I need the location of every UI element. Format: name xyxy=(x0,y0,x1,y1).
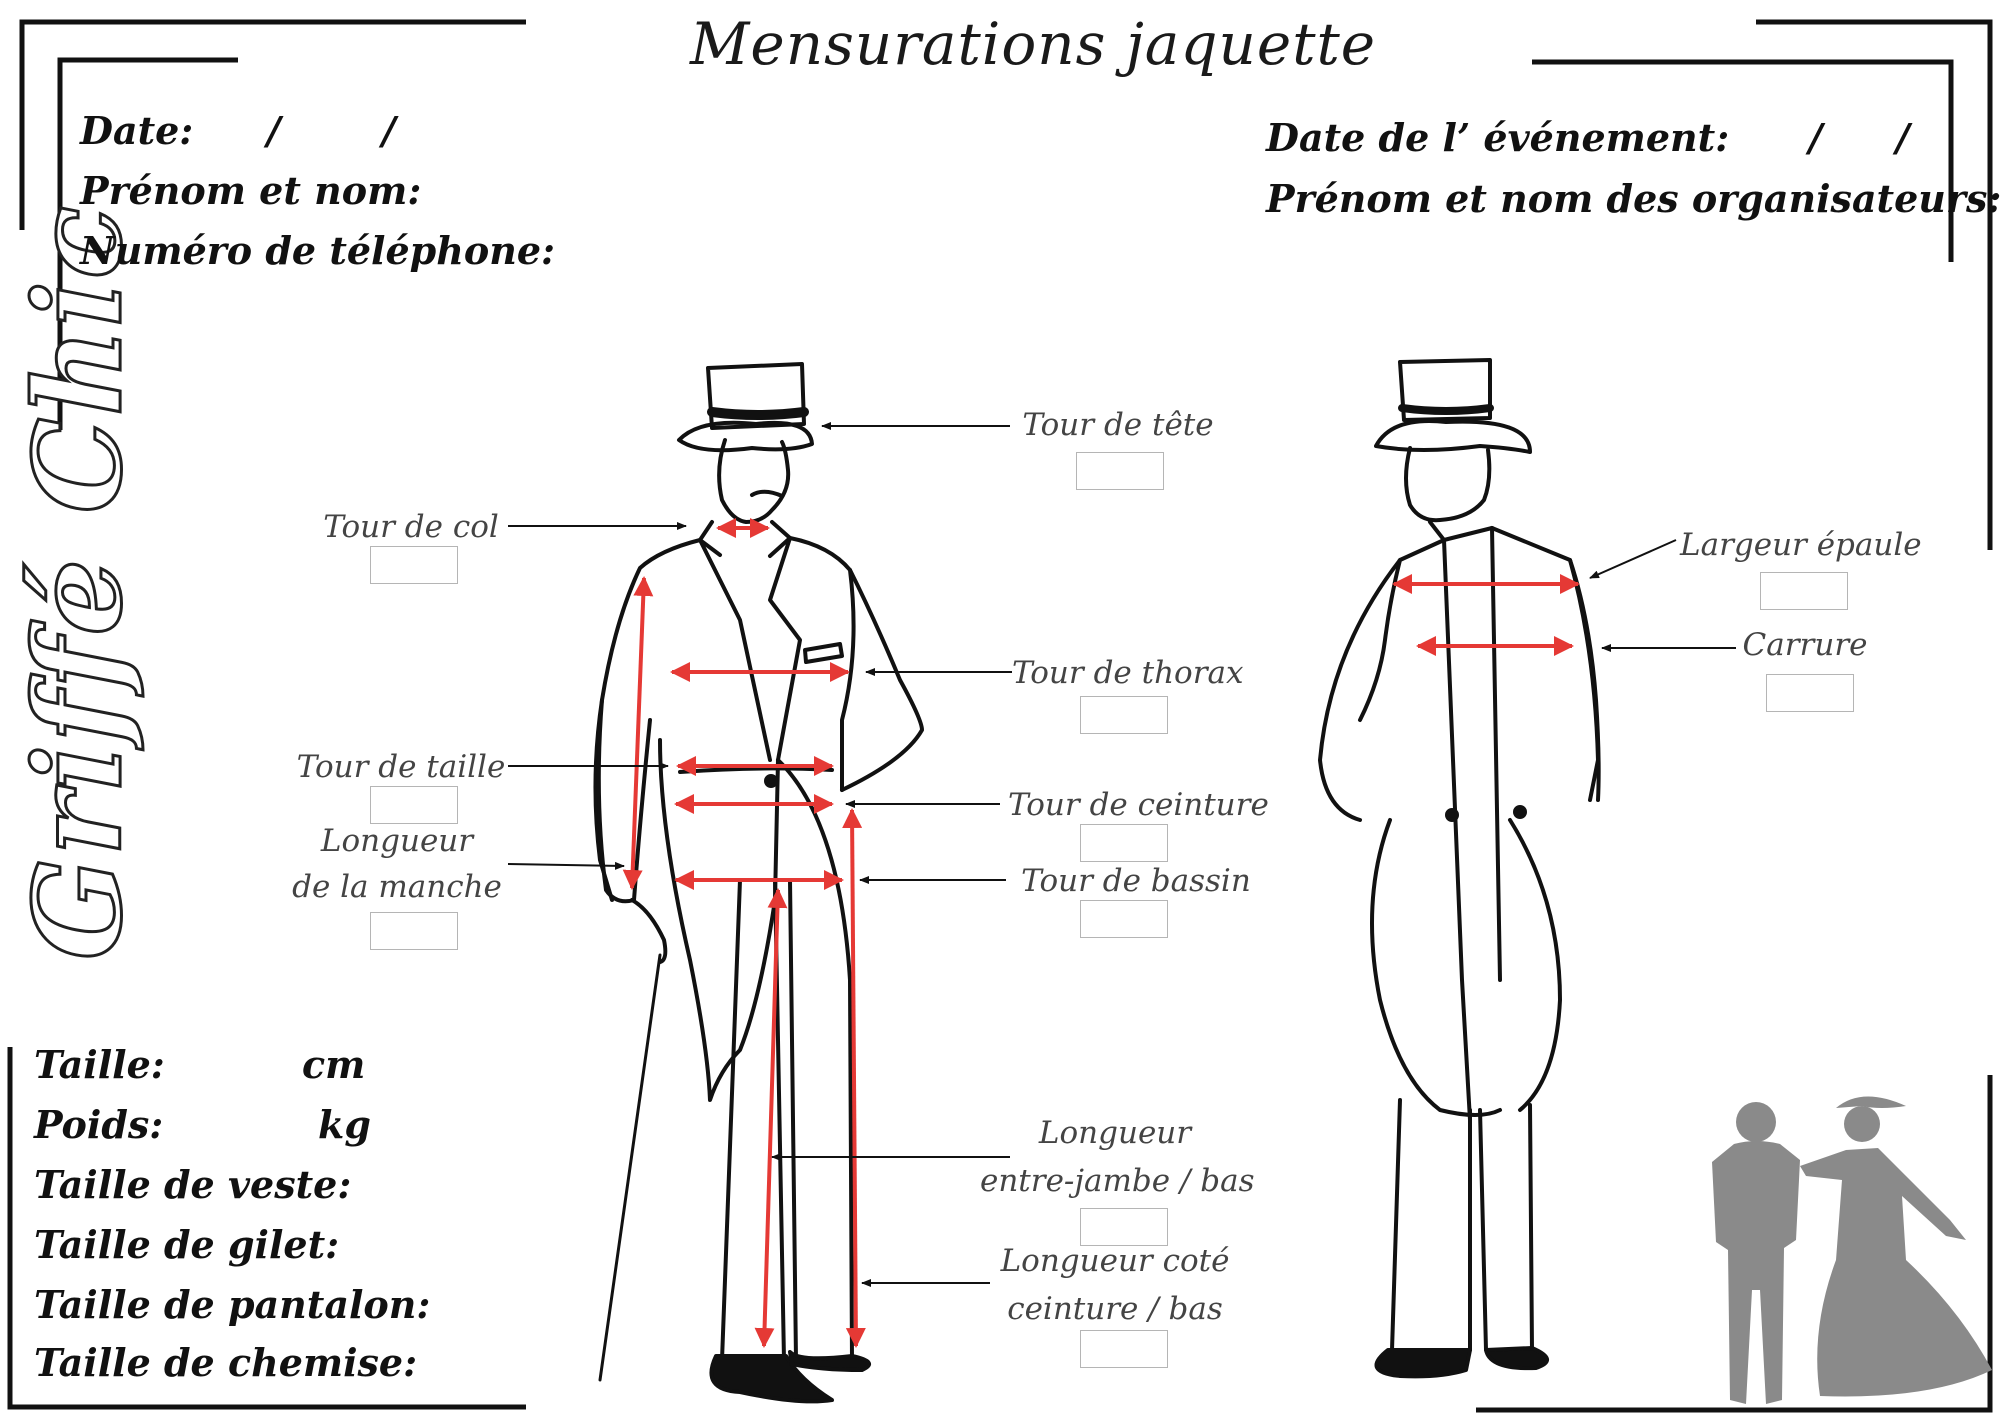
outseam-label-line-2: ceinture / bas xyxy=(1007,1291,1223,1327)
inseam-label-line-1: Longueur xyxy=(1038,1115,1192,1151)
measure-arrows-back xyxy=(1392,574,1580,656)
vest-size-field[interactable]: Taille de gilet: xyxy=(34,1222,340,1267)
waist-label: Tour de taille xyxy=(296,749,506,785)
hips-label: Tour de bassin xyxy=(1021,863,1251,899)
chest-input[interactable] xyxy=(1080,696,1168,734)
frame-lines xyxy=(7,19,1993,1413)
page-title: Mensurations jaquette xyxy=(690,10,1377,78)
sleeve-label-line-2: de la manche xyxy=(292,869,502,905)
shoulder-width-input[interactable] xyxy=(1760,572,1848,610)
height-field[interactable]: Taille: xyxy=(34,1042,165,1087)
outseam-label-line-1: Longueur coté xyxy=(1000,1243,1230,1279)
date-slash-1: / xyxy=(266,108,281,153)
shoulder-width-label: Largeur épaule xyxy=(1680,527,1922,563)
event-date-slash-1: / xyxy=(1808,115,1823,160)
event-date-label: Date de l’ événement: xyxy=(1266,115,1730,160)
belt-label: Tour de ceinture xyxy=(1008,787,1269,823)
pointer-lines xyxy=(507,422,1736,1287)
date-field[interactable]: Date: / / xyxy=(80,108,396,153)
shirt-size-field[interactable]: Taille de chemise: xyxy=(34,1340,418,1385)
inseam-label-line-2: entre-jambe / bas xyxy=(980,1163,1255,1199)
event-date-slash-2: / xyxy=(1895,115,1910,160)
collar-input[interactable] xyxy=(370,546,458,584)
brand-logo-text: Griffé Chic xyxy=(7,202,151,961)
jacket-size-field[interactable]: Taille de veste: xyxy=(34,1162,352,1207)
head-input[interactable] xyxy=(1076,452,1164,490)
inseam-input[interactable] xyxy=(1080,1208,1168,1246)
front-figure xyxy=(593,362,924,1404)
phone-field[interactable]: Numéro de téléphone: xyxy=(80,228,556,273)
name-field[interactable]: Prénom et nom: xyxy=(80,168,422,213)
couple-silhouette xyxy=(1712,1096,1992,1404)
chest-label: Tour de thorax xyxy=(1012,655,1244,691)
waist-input[interactable] xyxy=(370,786,458,824)
date-slash-2: / xyxy=(381,108,396,153)
hips-input[interactable] xyxy=(1080,900,1168,938)
back-width-label: Carrure xyxy=(1742,627,1868,663)
weight-field[interactable]: Poids: xyxy=(34,1102,164,1147)
height-unit: cm xyxy=(302,1042,366,1087)
back-figure xyxy=(1318,358,1601,1379)
measure-arrows-front xyxy=(622,518,866,1348)
sleeve-input[interactable] xyxy=(370,912,458,950)
weight-unit: kg xyxy=(318,1102,371,1147)
event-date-field[interactable]: Date de l’ événement: / / xyxy=(1266,115,1910,160)
organizers-field[interactable]: Prénom et nom des organisateurs: xyxy=(1266,176,2000,221)
trouser-size-field[interactable]: Taille de pantalon: xyxy=(34,1282,431,1327)
collar-label: Tour de col xyxy=(323,509,499,545)
outseam-input[interactable] xyxy=(1080,1330,1168,1368)
belt-input[interactable] xyxy=(1080,824,1168,862)
date-label: Date: xyxy=(80,108,194,153)
head-label: Tour de tête xyxy=(1022,407,1214,443)
sleeve-label-line-1: Longueur xyxy=(320,823,474,859)
back-width-input[interactable] xyxy=(1766,674,1854,712)
